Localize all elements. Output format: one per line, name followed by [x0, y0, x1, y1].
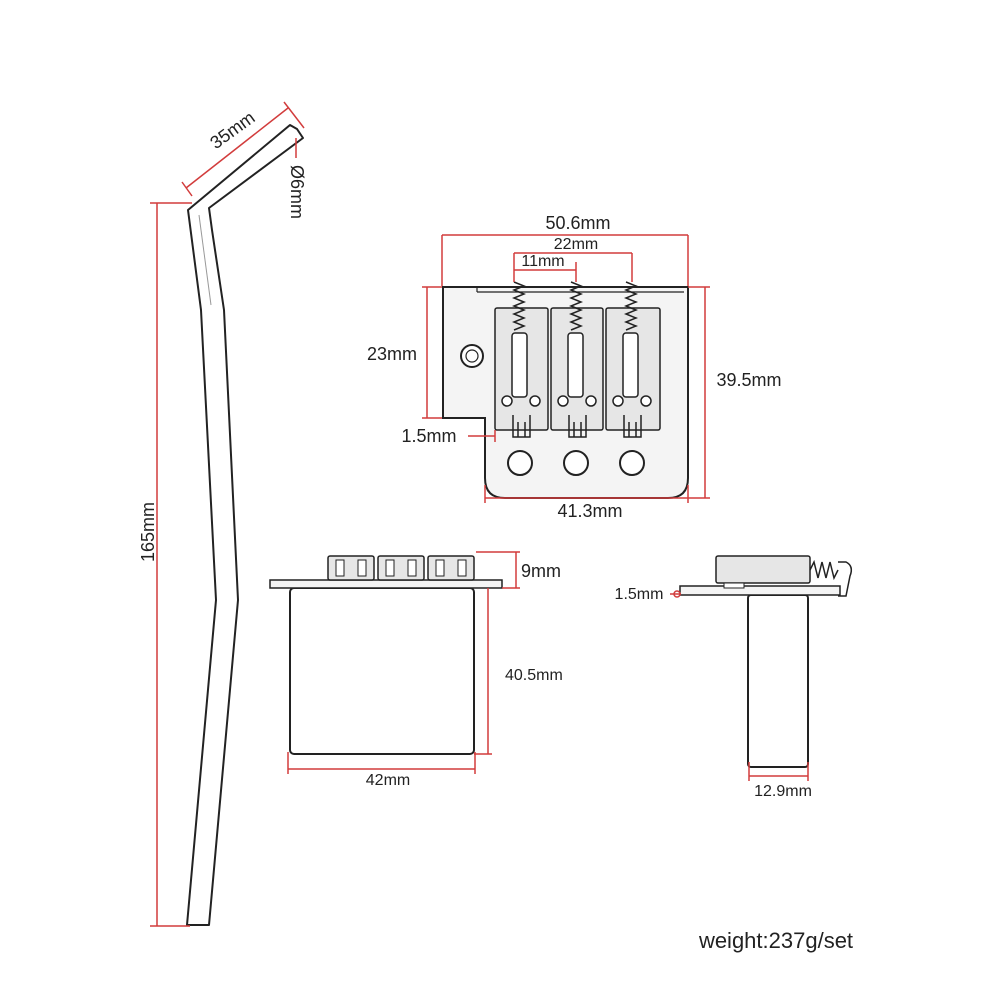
arm-diameter-label: Ø6mm — [287, 165, 307, 219]
plate-thickness-label: 1.5mm — [615, 586, 664, 603]
saddle-3 — [605, 281, 661, 438]
saddle-3-spring — [623, 281, 639, 331]
top-view — [442, 281, 689, 499]
saddle-2-screw — [567, 332, 584, 398]
saddle-1-screw — [511, 332, 528, 398]
arm-tip-dimension — [181, 101, 305, 197]
outer-spacing-label: 22mm — [554, 236, 598, 253]
block-height-label: 40.5mm — [505, 667, 563, 684]
saddle-1-string-slot — [512, 415, 531, 438]
saddle-3-screw-left — [612, 395, 624, 407]
front-saddles — [327, 555, 475, 581]
side-saddle — [715, 555, 811, 584]
saddle-1 — [494, 281, 549, 438]
weight-label: weight:237g/set — [698, 928, 853, 953]
saddle-2-screw-right — [585, 395, 597, 407]
string-hole-3 — [619, 450, 645, 476]
arm-length-dimension — [150, 202, 192, 927]
saddle-2-spring — [568, 281, 584, 331]
overall-width-label: 50.6mm — [545, 213, 610, 233]
saddle-1-screw-left — [501, 395, 513, 407]
front-plate — [269, 579, 503, 589]
arm-tip-line — [185, 107, 289, 189]
front-view-dimensions — [287, 551, 520, 774]
arm-highlight — [198, 214, 212, 306]
notch-height-label: 23mm — [367, 344, 417, 364]
saddle-1-screw-right — [529, 395, 541, 407]
front-saddle-3 — [427, 555, 475, 581]
string-hole-2 — [563, 450, 589, 476]
side-saddle-foot — [723, 582, 745, 589]
overall-height-label: 39.5mm — [716, 370, 781, 390]
saddle-2-screw-left — [557, 395, 569, 407]
side-view — [679, 555, 853, 768]
saddle-2-string-slot — [568, 415, 587, 438]
front-saddle-2 — [377, 555, 425, 581]
bottom-width-label: 41.3mm — [557, 501, 622, 521]
front-view — [269, 555, 503, 755]
block-width-label: 42mm — [366, 772, 410, 789]
side-block — [747, 594, 809, 768]
arm-tip-tick-right — [283, 101, 305, 129]
notch-step-label: 1.5mm — [401, 426, 456, 446]
saddle-3-screw-right — [640, 395, 652, 407]
string-hole-1 — [507, 450, 533, 476]
side-plate — [679, 585, 841, 596]
saddle-height-label: 9mm — [521, 561, 561, 581]
mounting-hole — [460, 344, 484, 368]
top-view-dimensions — [422, 234, 710, 503]
arm-body — [186, 124, 304, 926]
saddle-spacing-label: 11mm — [521, 253, 564, 270]
side-plate-hook — [838, 561, 853, 597]
arm-tip-tick-left — [181, 181, 193, 197]
plate-thickness-marker — [673, 590, 681, 598]
arm-length-label: 165mm — [138, 502, 158, 562]
front-saddle-1 — [327, 555, 375, 581]
saddle-3-string-slot — [623, 415, 642, 438]
saddle-2 — [550, 281, 604, 438]
saddle-3-screw — [622, 332, 639, 398]
block-depth-label: 12.9mm — [754, 783, 812, 800]
tremolo-arm — [186, 124, 304, 926]
side-spring — [809, 559, 839, 581]
front-block — [289, 587, 475, 755]
side-view-dimensions — [670, 590, 809, 781]
saddle-1-spring — [511, 281, 527, 331]
arm-tip-label: 35mm — [206, 107, 258, 153]
